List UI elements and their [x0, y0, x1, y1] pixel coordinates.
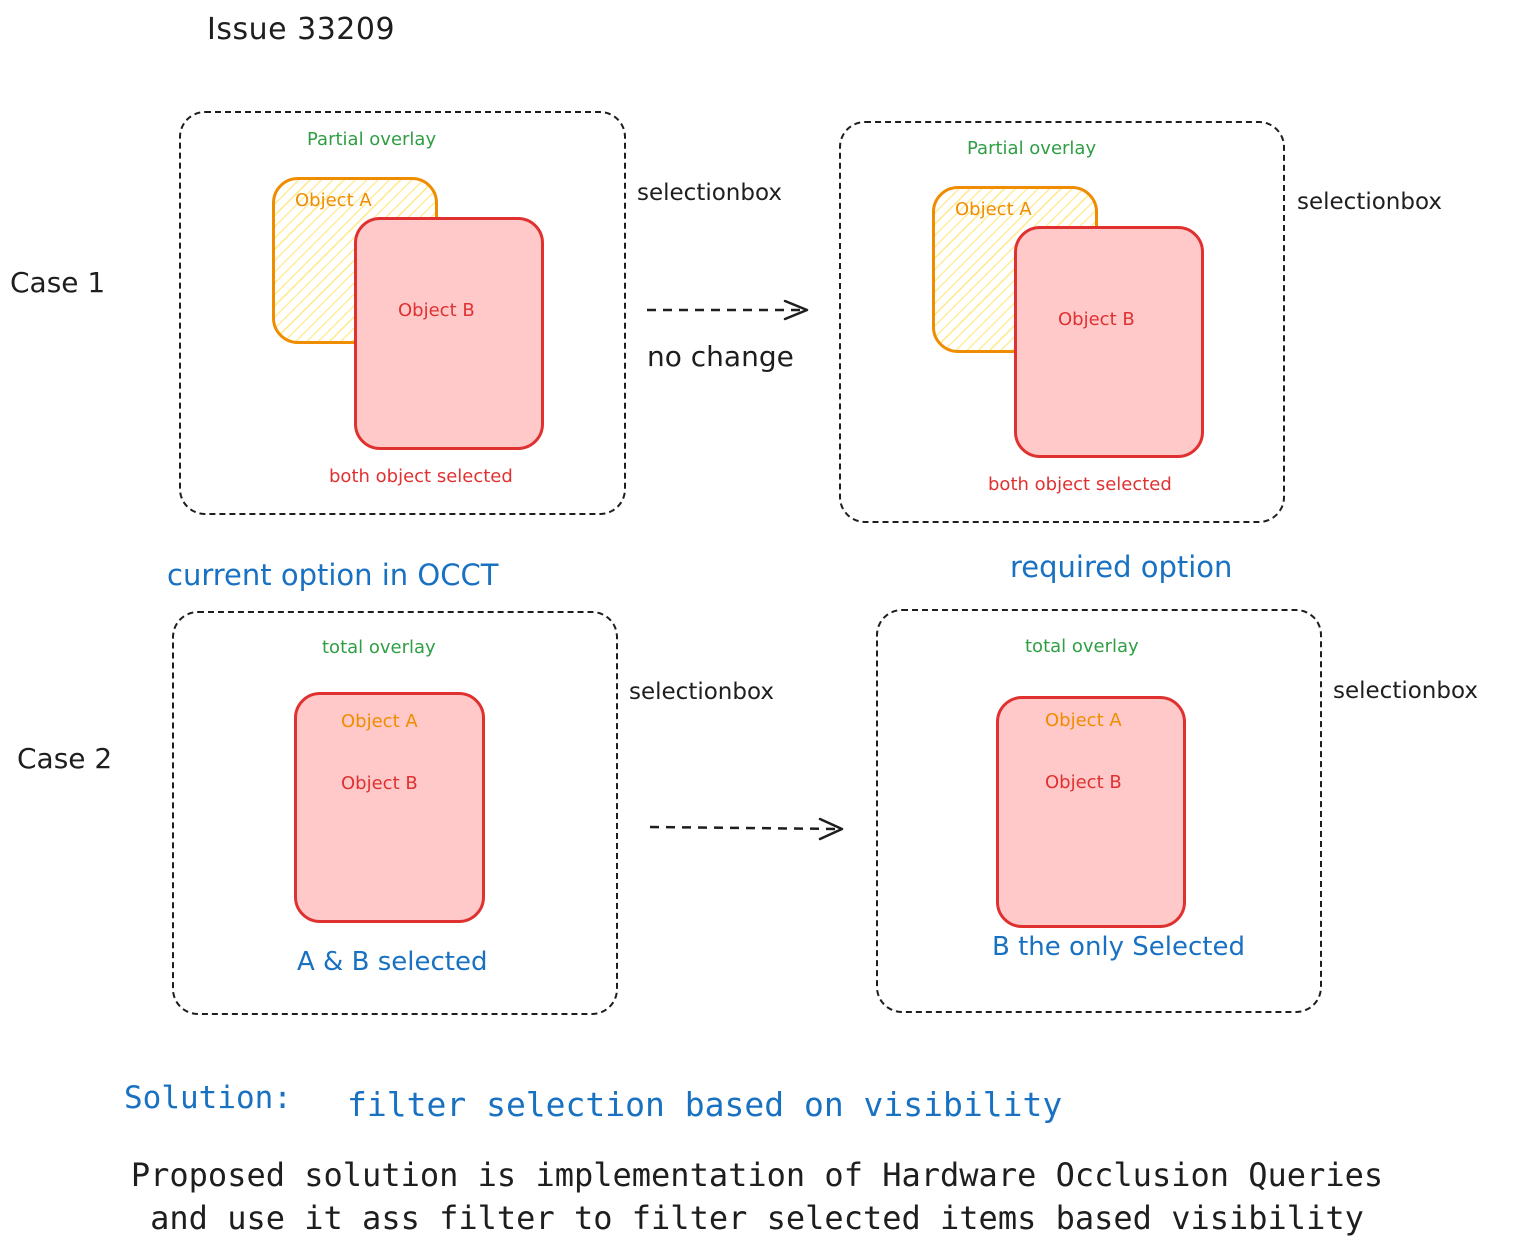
case-2-before-selection-box	[172, 611, 618, 1015]
case-2-after-result: B the only Selected	[992, 932, 1246, 962]
case-1-after-selection-box	[839, 121, 1285, 523]
case-1-after-overlay-label: Partial overlay	[967, 138, 1097, 159]
proposal-line-1: Proposed solution is implementation of H…	[130, 1156, 1384, 1194]
case-2-after-selection-box	[876, 609, 1322, 1013]
solution-label: Solution:	[124, 1080, 292, 1116]
case-2-after-selectionbox-label: selectionbox	[1333, 678, 1478, 704]
case-2-required-heading: required option	[1010, 550, 1233, 584]
case-2-label: Case 2	[17, 742, 113, 775]
case-1-after-object-b	[1014, 226, 1204, 458]
case-2-before-object-b	[294, 692, 485, 923]
case-2-before-selectionbox-label: selectionbox	[629, 679, 774, 705]
case-2-before-overlay-label: total overlay	[322, 637, 436, 658]
case-1-before-selectionbox-label: selectionbox	[637, 180, 782, 206]
case-1-before-overlay-label: Partial overlay	[307, 129, 437, 150]
case-1-after-result: both object selected	[988, 474, 1172, 495]
case-2-after-object-b-label: Object B	[1045, 772, 1122, 793]
case-1-after-object-a-label: Object A	[955, 199, 1032, 220]
case-1-before-object-b	[354, 217, 544, 450]
case-1-after-object-b-label: Object B	[1058, 309, 1135, 330]
case-1-before-selection-box	[179, 111, 626, 515]
case-1-before-result: both object selected	[329, 466, 513, 487]
case-2-current-heading: current option in OCCT	[167, 558, 499, 592]
proposal-line-2: and use it ass filter to filter selected…	[150, 1199, 1364, 1237]
solution-text: filter selection based on visibility	[347, 1085, 1063, 1124]
case-2-before-result: A & B selected	[297, 947, 488, 977]
case-1-dashed-arrow-icon	[647, 299, 809, 321]
case-2-after-object-a-label: Object A	[1045, 710, 1122, 731]
case-1-before-object-b-label: Object B	[398, 300, 475, 321]
case-1-before-object-a-label: Object A	[295, 190, 372, 211]
case-2-after-object-b	[996, 696, 1186, 928]
case-1-label: Case 1	[10, 266, 106, 299]
case-2-before-object-a-label: Object A	[341, 711, 418, 732]
case-2-before-object-b-label: Object B	[341, 773, 418, 794]
case-1-transition-label: no change	[647, 340, 794, 373]
case-2-dashed-arrow-icon	[649, 817, 844, 841]
case-1-after-selectionbox-label: selectionbox	[1297, 189, 1442, 215]
case-2-after-overlay-label: total overlay	[1025, 636, 1139, 657]
diagram-title: Issue 33209	[207, 12, 396, 47]
